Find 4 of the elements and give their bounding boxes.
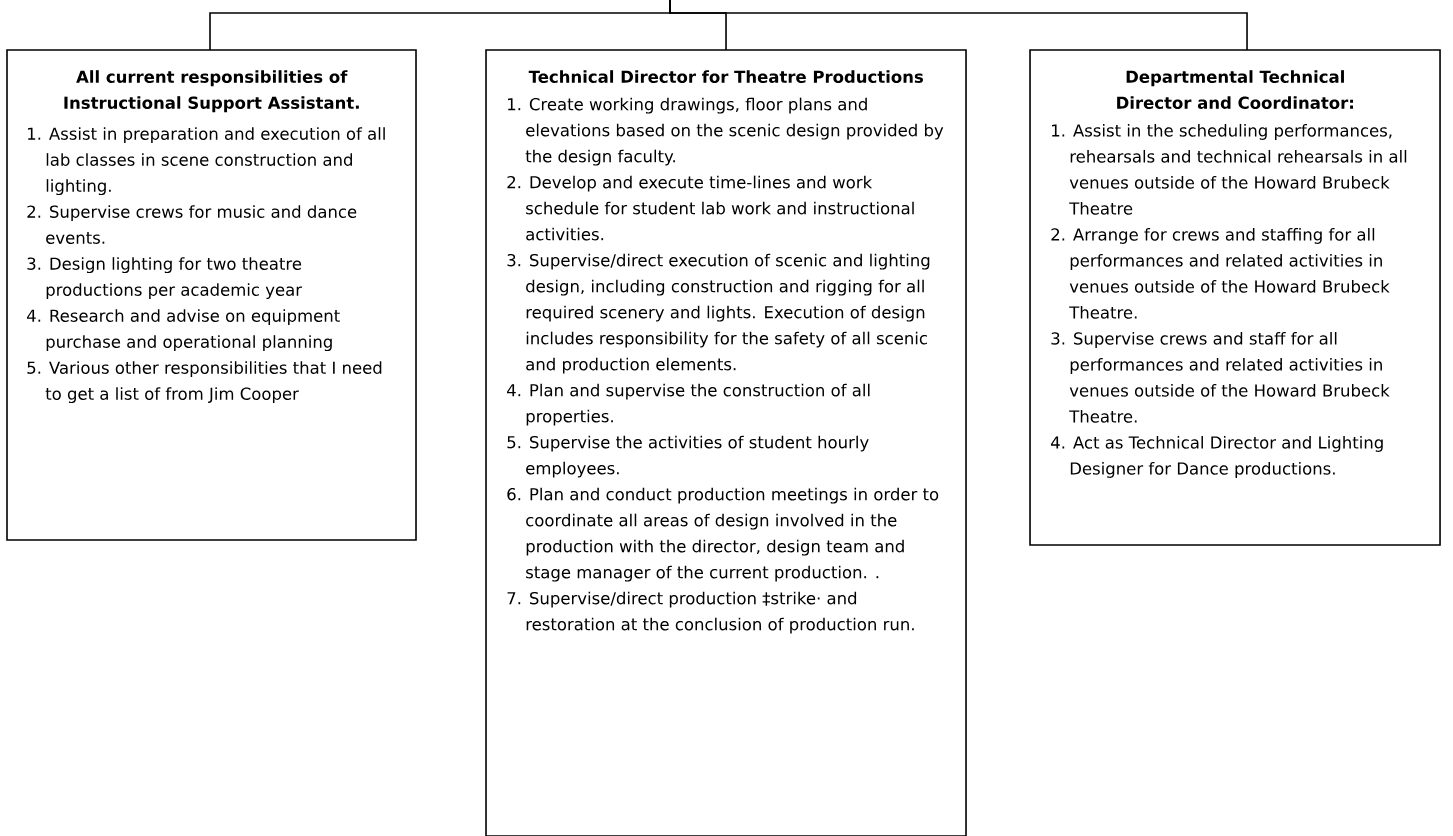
responsibility-box: Departmental Technical Director and Coordinator: 1. Assist in the scheduling performances, rehearsals and technical rehearsals in all venues outside of the Howard Brubeck Theatre 2. Arrange for crews and staffing for all performances and related activities in venues outside of the Howard Brubeck Theatre. 3. Supervise crews and staff for all performances and related activities in venues outside of the Howard Brubeck Theatre. 4. Act as Technical Director and Lighting Designer for Dance productions.: [1029, 49, 1441, 546]
connector-line: [669, 0, 1248, 51]
responsibility-box: Technical Director for Theatre Productions 1. Create working drawings, floor plans and elevations based on the scenic design provided by the design faculty. 2. Develop and execute time-lines and work schedule for student lab work and instructional activities. 3. Supervise/direct execution of scenic and lighting design, including construction and rigging for all required scenery and lights. Execution of design includes responsibility for the safety of all scenic and production elements. 4. Plan and supervise the construction of all properties. 5. Supervise the activities of student hourly employees. 6. Plan and conduct production meetings in order to coordinate all areas of design involved in the production with the director, design team and stage manager of the current production. . 7. Supervise/direct production ‡strike· and restoration at the conclusion of production run.: [485, 49, 967, 836]
responsibility-box: All current responsibilities of Instructional Support Assistant. 1. Assist in preparation and execution of all lab classes in scene construction and lighting. 2. Supervise crews for music and dance events. 3. Design lighting for two theatre productions per academic year 4. Research and advise on equipment purchase and operational planning 5. Various other responsibilities that I need to get a list of from Jim Cooper: [6, 49, 417, 541]
